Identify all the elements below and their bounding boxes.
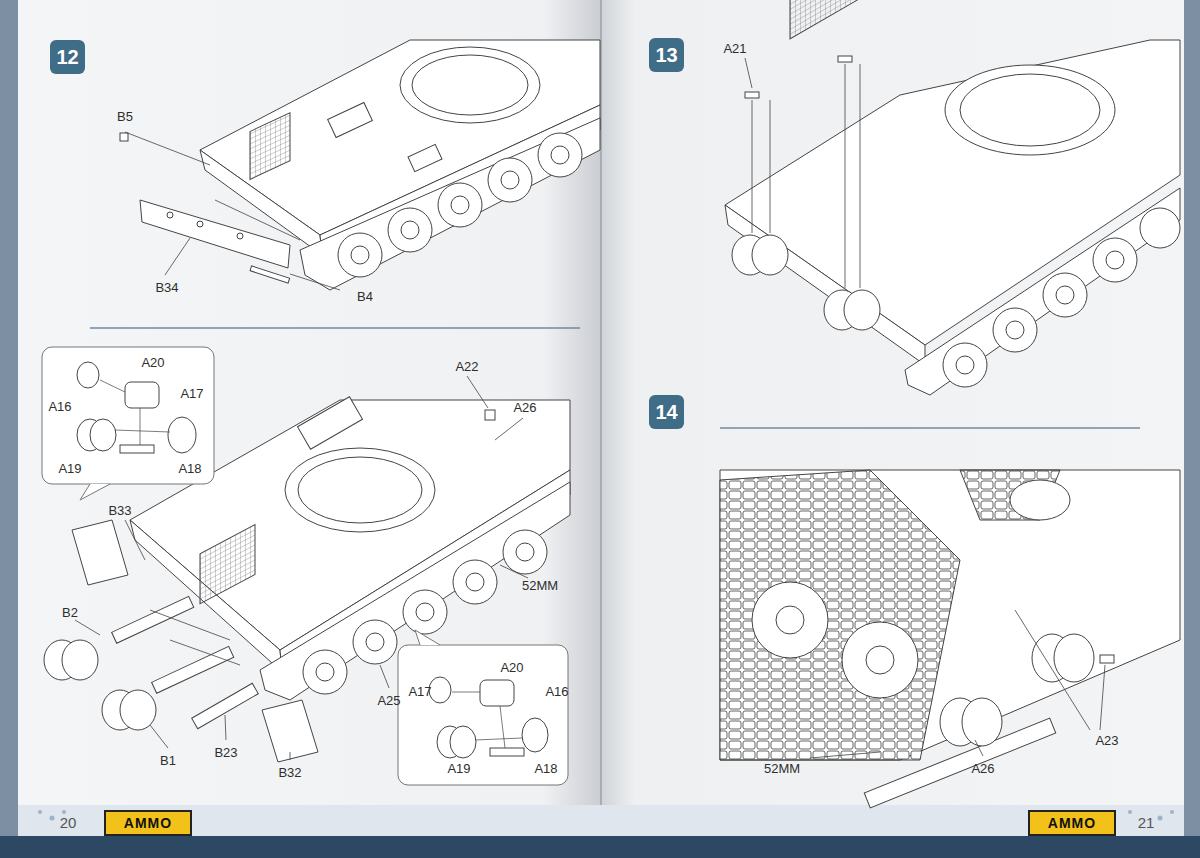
logo-text: AMMO [124,815,172,831]
part-label: A16 [46,399,73,414]
part-label: A26 [511,400,538,415]
part-label: A19 [56,461,83,476]
page-number: 21 [1136,814,1157,831]
logo-text: AMMO [1048,815,1096,831]
part-label: B2 [60,605,80,620]
part-label: A19 [445,761,472,776]
part-label: B34 [153,280,180,295]
part-label: A21 [721,41,748,56]
part-label: 52MM [762,761,802,776]
step-number-text: 12 [56,46,78,69]
brand-logo: AMMO [1028,810,1116,836]
part-label: A23 [1093,733,1120,748]
part-label: A18 [532,761,559,776]
part-label: B4 [355,289,375,304]
part-label: B32 [276,765,303,780]
part-label: B33 [106,503,133,518]
part-label: B23 [212,745,239,760]
part-label: A18 [176,461,203,476]
part-label: A17 [178,386,205,401]
part-label: 52MM [520,578,560,593]
part-label: A22 [453,359,480,374]
part-label: A17 [406,684,433,699]
part-label: A20 [139,355,166,370]
part-label: A16 [543,684,570,699]
step-number-text: 13 [655,44,677,67]
brand-logo: AMMO [104,810,192,836]
part-label: A25 [375,693,402,708]
step-number: 12 [50,40,85,74]
step-number: 14 [649,395,684,429]
part-label: B1 [158,753,178,768]
part-label: A20 [498,660,525,675]
page-number: 20 [58,814,79,831]
step-number: 13 [649,38,684,72]
step-number-text: 14 [655,401,677,424]
part-label: A26 [969,761,996,776]
part-label: B5 [115,109,135,124]
